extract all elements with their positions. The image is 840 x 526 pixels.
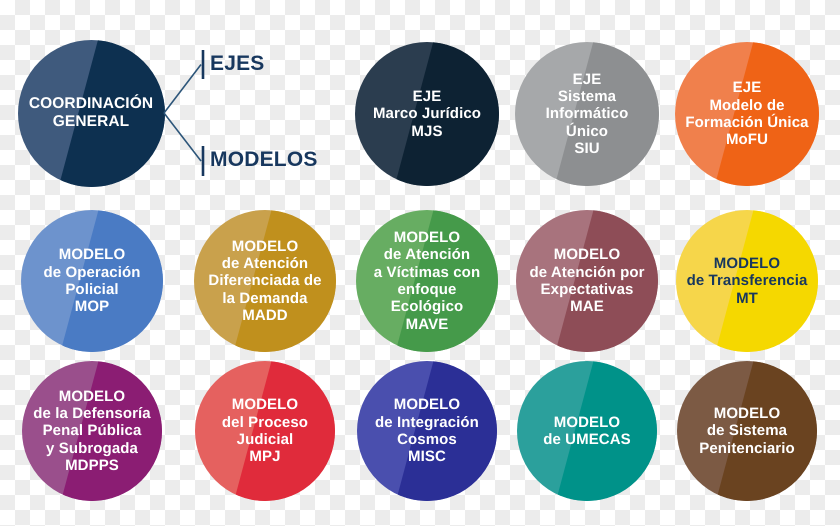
node-label-line: Único	[565, 122, 609, 140]
node-label-line: MT	[736, 289, 758, 307]
node-label-line: MODELO	[58, 246, 126, 264]
node-label-line: de Atención por	[529, 263, 645, 281]
node-label-line: Penal Pública	[42, 422, 142, 440]
node-label-line: MODELO	[553, 413, 621, 431]
node-label-line: MISC	[408, 448, 446, 466]
node-label-line: SIU	[574, 140, 600, 158]
connector-line-modelos	[163, 112, 202, 162]
node-label-line: COORDINACIÓN	[28, 95, 154, 113]
node-label-line: Sistema	[557, 87, 617, 105]
node-label-line: MJS	[411, 122, 443, 140]
node-label-line: Penitenciario	[699, 439, 795, 457]
branch-label-ejes: EJES	[210, 52, 265, 75]
node-label-line: MODELO	[231, 396, 299, 414]
node-label-line: MODELO	[553, 246, 621, 264]
node-label-line: MADD	[242, 307, 288, 325]
node-label-line: Expectativas	[540, 281, 634, 298]
node-label-line: EJE	[732, 79, 762, 97]
node-label-line: de Operación	[43, 263, 141, 281]
node-label-line: y Subrogada	[46, 439, 138, 457]
node-label-line: Policial	[65, 281, 119, 298]
node-label-line: MAE	[570, 298, 604, 316]
node-label-line: Marco Jurídico	[372, 105, 482, 123]
node-label-line: Modelo de	[709, 96, 785, 114]
node-label-line: Cosmos	[397, 431, 457, 448]
node-label-line: Judicial	[236, 431, 294, 448]
node-label-line: MPJ	[249, 448, 281, 466]
node-label-line: de la Defensoría	[33, 404, 151, 422]
node-label-line: de Sistema	[706, 422, 788, 440]
node-label-line: de Integración	[375, 413, 479, 431]
node-label-line: a Víctimas con	[373, 263, 481, 281]
node-label-line: la Demanda	[222, 289, 308, 307]
node-label-line: Informático	[545, 105, 629, 123]
node-label-line: de Atención	[383, 246, 471, 264]
node-label-line: MDPPS	[65, 457, 119, 475]
node-label-line: MODELO	[393, 396, 461, 414]
node-label-line: EJE	[412, 87, 442, 105]
node-label-line: de Transferencia	[686, 272, 808, 290]
node-label-line: MAVE	[405, 315, 449, 333]
connector-line-ejes	[163, 64, 202, 114]
node-label-line: enfoque	[397, 281, 457, 298]
node-label-line: MODELO	[713, 404, 781, 422]
node-label-line: EJE	[572, 70, 602, 88]
node-label-line: MODELO	[393, 228, 461, 246]
node-label-line: Diferenciada de	[208, 272, 322, 290]
node-label-line: de UMECAS	[543, 431, 631, 448]
node-label-line: del Proceso	[221, 413, 309, 431]
node-label-line: Ecológico	[390, 298, 464, 316]
node-label-line: de Atención	[221, 254, 309, 272]
branch-label-modelos: MODELOS	[210, 148, 318, 171]
node-label-line: GENERAL	[52, 113, 130, 130]
node-label-line: MODELO	[713, 254, 781, 272]
node-label-line: MOP	[74, 298, 110, 316]
node-label-line: MoFU	[725, 131, 769, 149]
node-label-line: Formación Única	[685, 114, 809, 131]
node-label-line: MODELO	[58, 387, 126, 405]
node-label-line: MODELO	[231, 237, 299, 255]
